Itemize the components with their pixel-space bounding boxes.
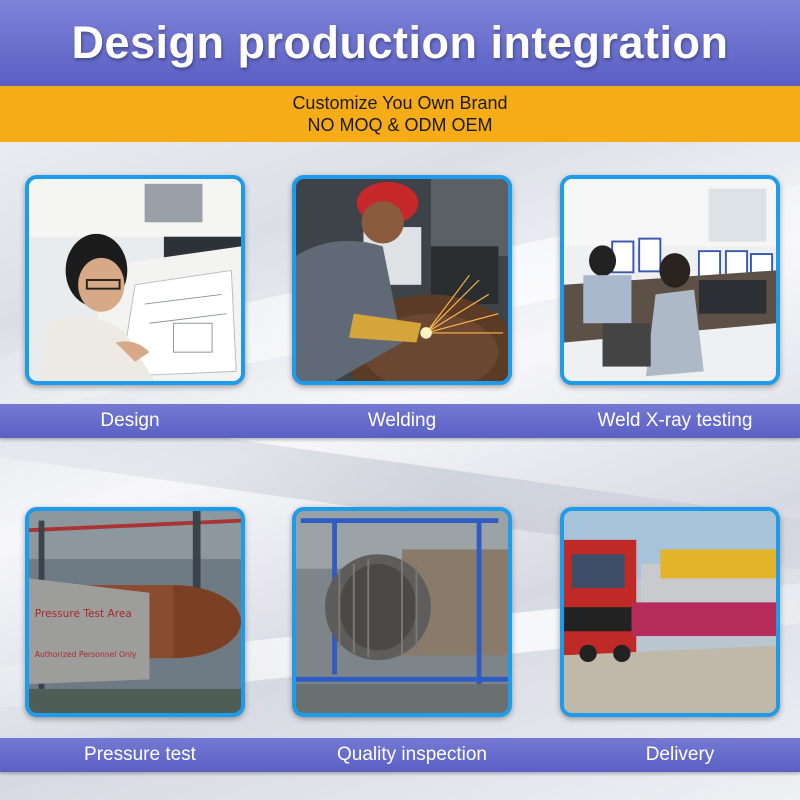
step-label-welding: Welding	[367, 410, 437, 431]
page-title: Design production integration	[71, 17, 729, 68]
delivery-photo	[560, 507, 780, 717]
step-label-xray: Weld X-ray testing	[597, 410, 753, 431]
authorized-personnel-text: Authorized Personnel Only	[35, 650, 137, 659]
row2-label-band: Pressure test Quality inspection Deliver…	[0, 738, 800, 772]
step-label-quality: Quality inspection	[337, 744, 487, 765]
pressure-test-sign-text: Pressure Test Area	[35, 608, 132, 620]
row1-label-band: Design Welding Weld X-ray testing	[0, 404, 800, 438]
quality-inspection-photo	[292, 507, 512, 717]
pressure-test-photo: Pressure Test Area Authorized Personnel …	[25, 507, 245, 717]
subtitle-line-1: Customize You Own Brand	[292, 93, 508, 113]
subtitle-banner: Customize You Own Brand NO MOQ & ODM OEM	[0, 86, 800, 142]
title-banner: Design production integration	[0, 0, 800, 86]
welding-photo	[292, 175, 512, 385]
step-label-pressure: Pressure test	[84, 744, 196, 765]
step-label-delivery: Delivery	[645, 744, 715, 765]
xray-testing-photo	[560, 175, 780, 385]
design-photo	[25, 175, 245, 385]
step-label-design: Design	[100, 410, 160, 431]
subtitle-line-2: NO MOQ & ODM OEM	[307, 115, 493, 135]
